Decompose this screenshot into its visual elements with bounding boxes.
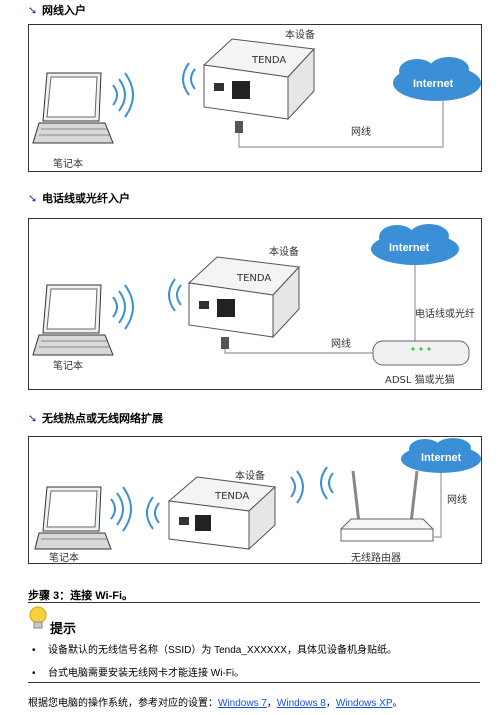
modem-label: ADSL 猫或光猫 <box>385 373 455 386</box>
tip-item: •台式电脑需要安装无线网卡才能连接 Wi-Fi。 <box>32 668 245 679</box>
internet-cloud-icon: Internet <box>393 57 481 101</box>
wifi-waves-icon <box>182 62 196 96</box>
bullet-icon: • <box>32 645 36 656</box>
svg-text:TENDA: TENDA <box>251 55 286 66</box>
cable-line <box>433 473 442 538</box>
svg-text:Internet: Internet <box>421 452 462 464</box>
arrow-icon: ➘ <box>28 193 38 205</box>
router-label: 无线路由器 <box>351 551 401 563</box>
tip-item: •设备默认的无线信号名称（SSID）为 Tenda_XXXXXX，具体见设备机身… <box>32 645 397 656</box>
laptop-label: 笔记本 <box>53 157 83 170</box>
wifi-waves-icon <box>110 486 132 532</box>
internet-cloud-icon: Internet <box>401 438 481 473</box>
cable-label: 网线 <box>447 493 467 506</box>
laptop-icon <box>34 486 112 550</box>
wireless-router-icon <box>339 470 435 542</box>
diagram-cable: TENDA 本设备 网线 Internet 笔记本 <box>28 24 482 172</box>
router-device-icon: TENDA <box>202 38 316 121</box>
laptop-icon <box>32 284 114 356</box>
plug-icon <box>221 337 229 349</box>
bullet-icon: • <box>32 668 36 679</box>
section-title-cable: ➘网线入户 <box>28 5 86 17</box>
section-title-wireless: ➘无线热点或无线网络扩展 <box>28 413 163 425</box>
wifi-waves-icon <box>146 466 334 530</box>
arrow-icon: ➘ <box>28 5 38 17</box>
device-label: 本设备 <box>235 469 265 482</box>
router-device-icon: TENDA <box>187 256 301 339</box>
svg-text:Internet: Internet <box>389 242 430 254</box>
section-title-phone: ➘电话线或光纤入户 <box>28 193 130 205</box>
diagram-phone-svg: TENDA 本设备 网线 Internet 电话线或光纤 ADSL 猫或光猫 笔… <box>32 224 475 386</box>
cable-line <box>238 101 444 148</box>
svg-text:Internet: Internet <box>413 78 454 90</box>
wifi-waves-icon <box>112 72 134 118</box>
cable-label: 网线 <box>331 337 351 350</box>
cable-line <box>224 339 379 354</box>
internet-cloud-icon: Internet <box>371 224 459 265</box>
link-windows-xp[interactable]: Windows XP <box>335 698 393 709</box>
diagram-wireless: TENDA 本设备 无线路由器 Internet 网线 笔记本 <box>28 436 482 564</box>
laptop-icon <box>32 72 114 144</box>
device-label: 本设备 <box>269 245 299 258</box>
device-label: 本设备 <box>285 28 315 41</box>
divider <box>28 602 480 603</box>
wifi-waves-icon <box>168 278 182 312</box>
os-links-line: 根据您电脑的操作系统，参考对应的设置：Windows 7，Windows 8，W… <box>28 698 403 709</box>
link-windows-8[interactable]: Windows 8 <box>276 698 326 709</box>
link-windows-7[interactable]: Windows 7 <box>218 698 267 709</box>
svg-text:TENDA: TENDA <box>214 491 249 502</box>
plug-icon <box>235 121 243 133</box>
tip-title: 提示 <box>50 621 77 636</box>
arrow-icon: ➘ <box>28 413 38 425</box>
router-device-icon: TENDA <box>167 476 277 551</box>
svg-text:TENDA: TENDA <box>236 273 271 284</box>
cable-label: 网线 <box>351 125 371 138</box>
lightbulb-icon <box>29 606 47 629</box>
diagram-phone: TENDA 本设备 网线 Internet 电话线或光纤 ADSL 猫或光猫 笔… <box>28 218 482 390</box>
divider <box>28 682 480 683</box>
diagram-cable-svg: TENDA 本设备 网线 Internet 笔记本 <box>32 28 481 170</box>
phone-label: 电话线或光纤 <box>415 307 475 320</box>
step-heading: 步骤 3：连接 Wi-Fi。 <box>28 590 134 602</box>
wifi-waves-icon <box>112 284 134 330</box>
laptop-label: 笔记本 <box>53 359 83 372</box>
modem-icon <box>372 340 470 366</box>
diagram-wireless-svg: TENDA 本设备 无线路由器 Internet 网线 笔记本 <box>34 438 481 563</box>
laptop-label: 笔记本 <box>49 551 79 563</box>
